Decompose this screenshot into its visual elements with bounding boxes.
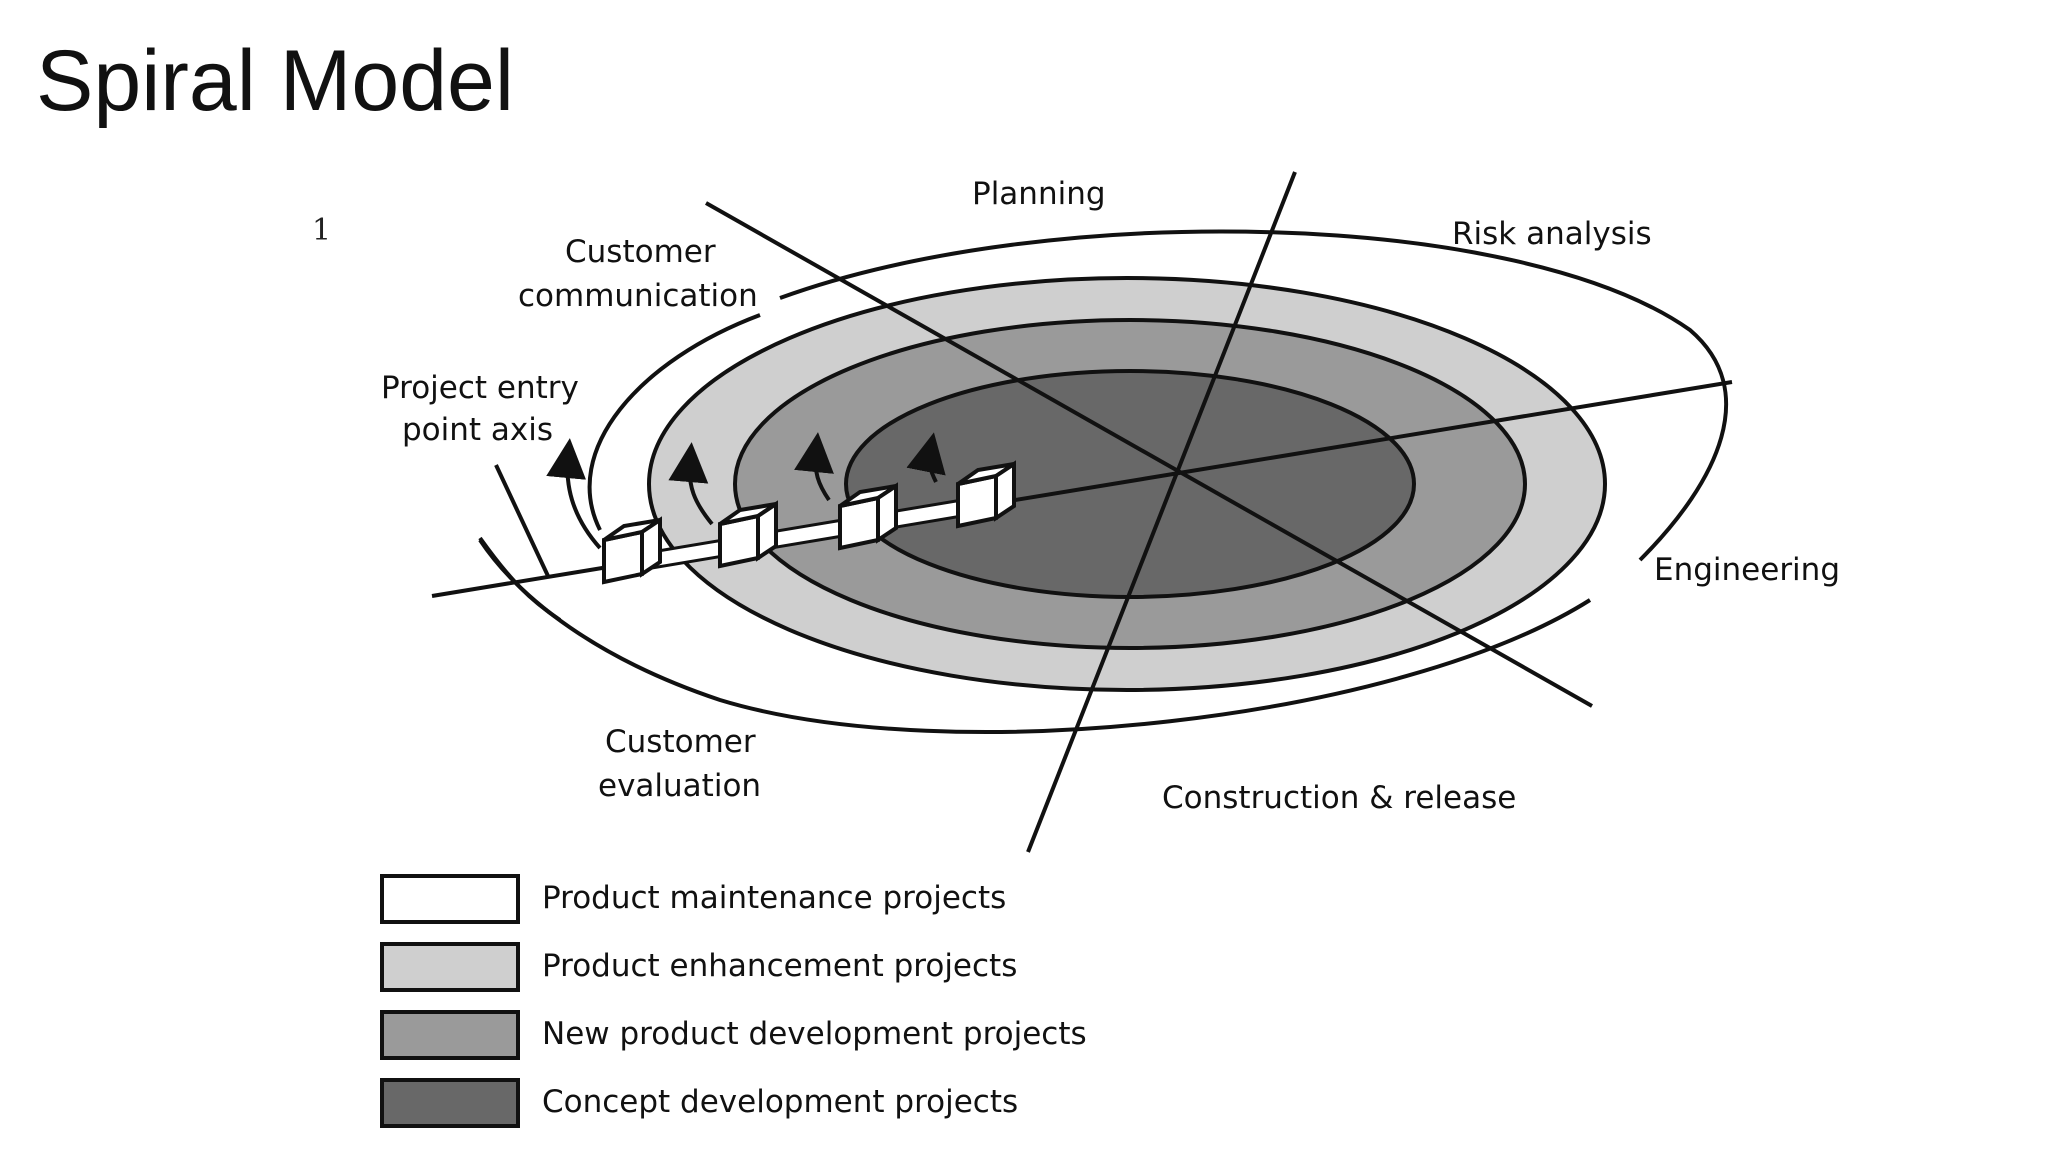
legend-item-maintenance: Product maintenance projects [380, 874, 1200, 926]
entry-arrow-2 [668, 442, 714, 526]
outer-left-arc [478, 536, 562, 622]
label-entry-axis-line1: Project entry [381, 370, 579, 406]
legend-label: New product development projects [542, 1016, 1087, 1052]
legend-label: Product enhancement projects [542, 948, 1018, 984]
entry-cube-4 [956, 460, 1016, 529]
legend-item-new-product: New product development projects [380, 1010, 1200, 1062]
label-risk-analysis: Risk analysis [1452, 216, 1652, 252]
legend-label: Product maintenance projects [542, 880, 1007, 916]
legend-swatch-dark-gray [380, 1078, 520, 1128]
slide-number: 1 [312, 213, 332, 248]
inner-white-spiral-arc [587, 313, 761, 531]
entry-cube-3 [838, 482, 898, 551]
legend-swatch-light-gray [380, 942, 520, 992]
label-engineering: Engineering [1654, 552, 1840, 588]
label-entry-axis-line2: point axis [402, 412, 553, 448]
label-customer-evaluation-line2: evaluation [598, 768, 761, 804]
label-customer-communication-line1: Customer [565, 234, 716, 270]
legend-swatch-white [380, 874, 520, 924]
entry-cube-2 [718, 500, 778, 569]
entry-arrow-4 [906, 432, 946, 483]
legend-swatch-medium-gray [380, 1010, 520, 1060]
legend-item-enhancement: Product enhancement projects [380, 942, 1200, 994]
legend-label: Concept development projects [542, 1084, 1019, 1120]
label-customer-evaluation-line1: Customer [605, 724, 756, 760]
entry-cube-1 [602, 516, 662, 585]
label-customer-communication-line2: communication [518, 278, 758, 314]
label-planning: Planning [972, 176, 1106, 212]
legend-item-concept: Concept development projects [380, 1078, 1200, 1130]
slide-title: Spiral Model [36, 33, 514, 129]
axis-line-planning-engineering [1026, 171, 1297, 853]
label-construction-release: Construction & release [1162, 780, 1516, 816]
ring-concept-development [844, 369, 1416, 599]
axis-line-communication-construction [705, 201, 1593, 708]
entry-axis-pointer-line [494, 464, 550, 577]
entry-arrow-3 [794, 432, 834, 502]
entry-arrow-1 [546, 438, 602, 550]
